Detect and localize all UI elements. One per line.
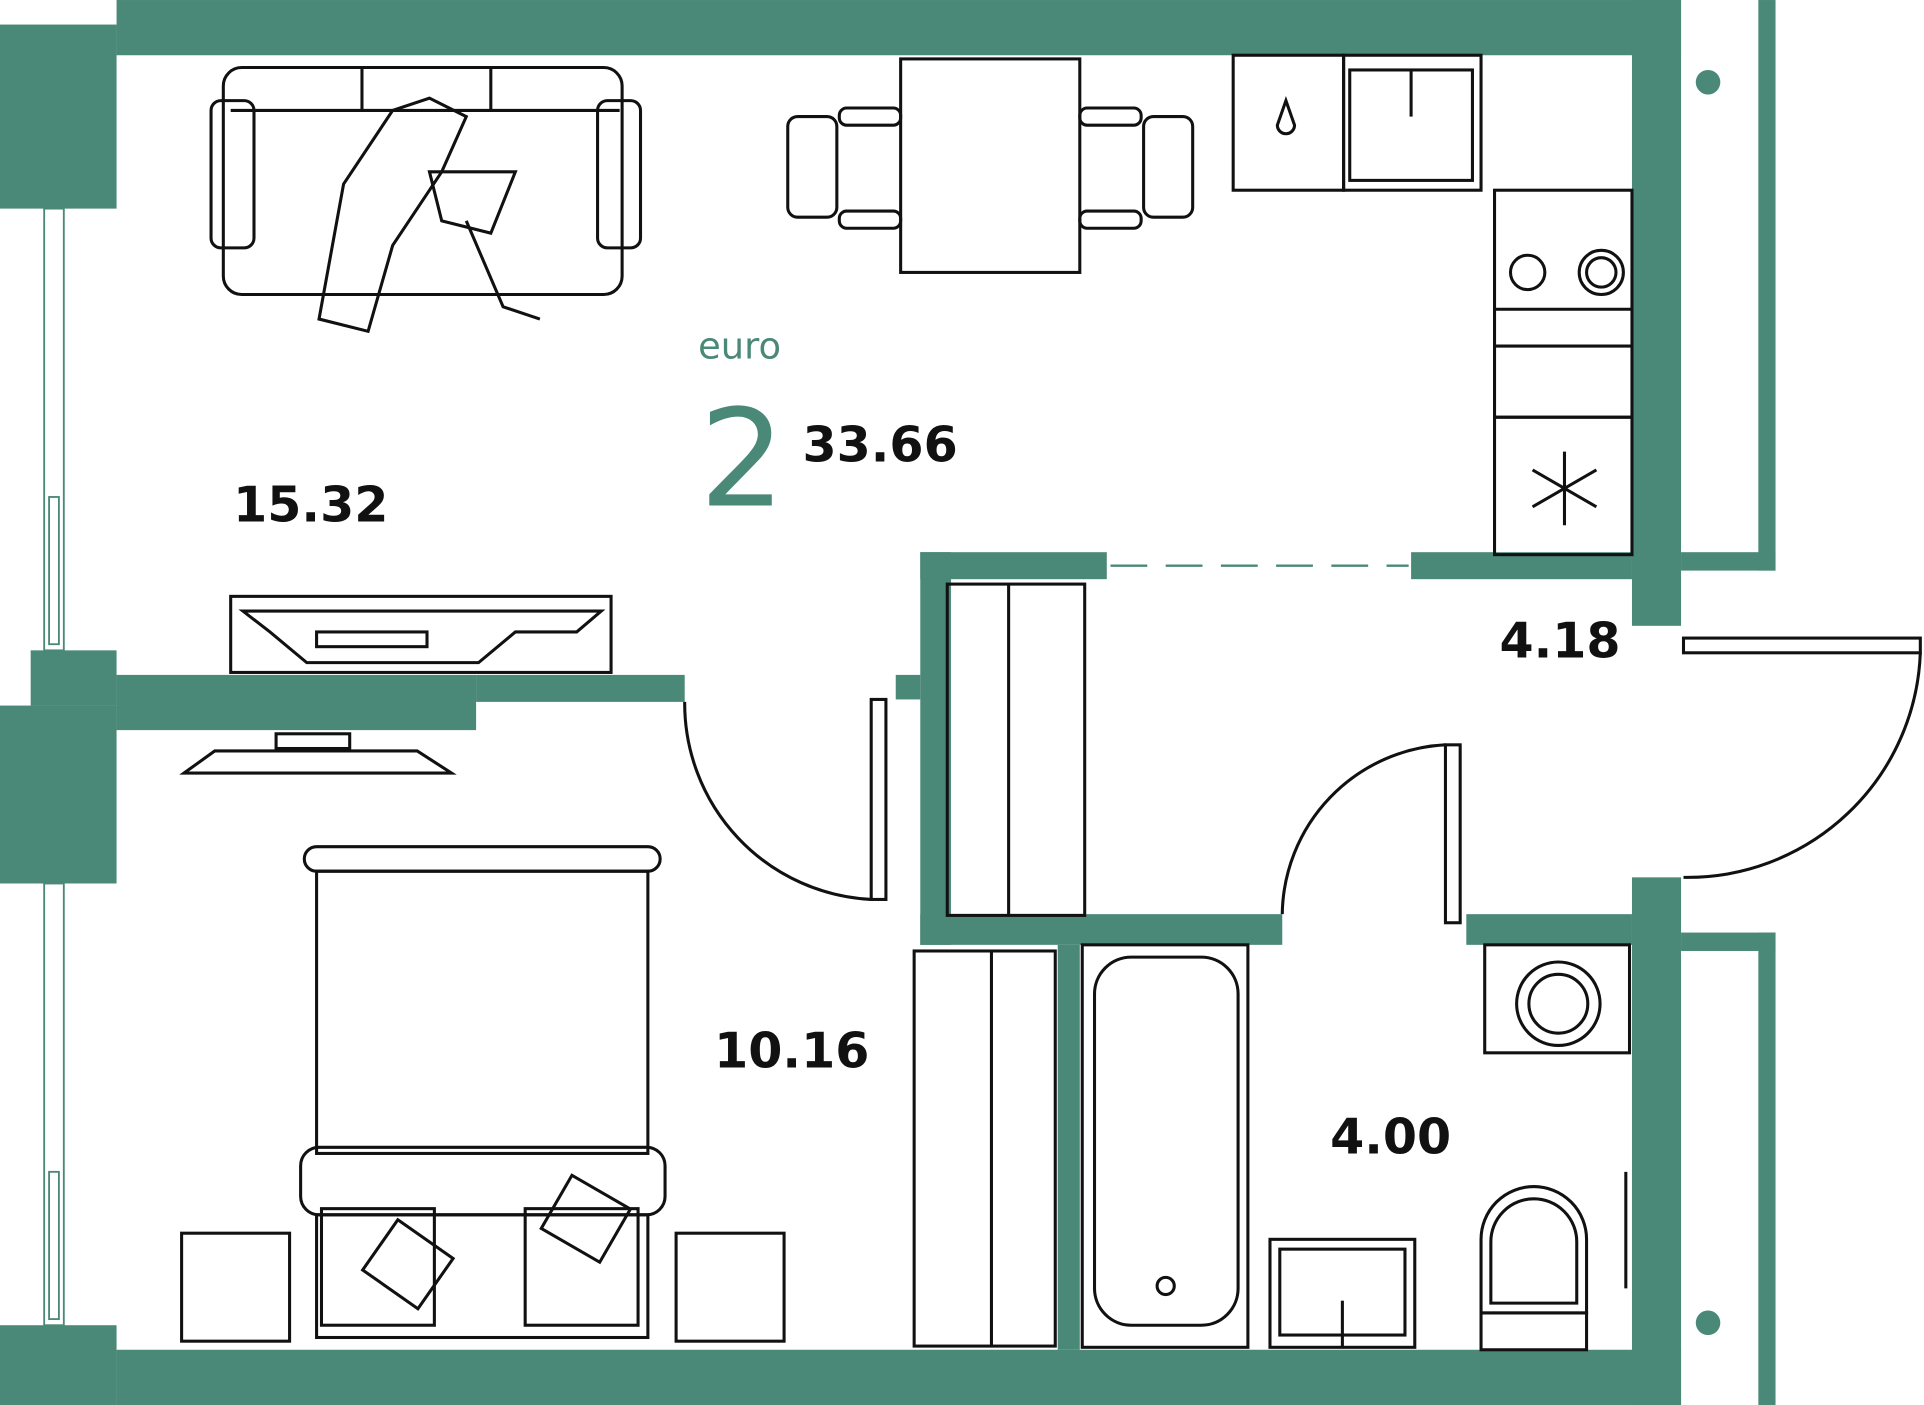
sofa	[209, 65, 643, 334]
total-area: 33.66	[802, 415, 957, 473]
kitchen	[1231, 53, 1634, 557]
toilet	[1479, 1171, 1628, 1352]
wardrobes	[912, 582, 1087, 1348]
windows	[43, 207, 1409, 1327]
bed	[180, 845, 786, 1343]
snowflake-icon	[1531, 451, 1598, 526]
entrance-door	[1681, 636, 1922, 655]
rooms-count: 2	[699, 381, 785, 538]
bedroom-door	[869, 697, 888, 901]
doors	[683, 636, 1922, 925]
hallway-area: 4.18	[1499, 612, 1620, 670]
living-kitchen-area: 15.32	[233, 476, 388, 534]
bathroom-area: 4.00	[1330, 1107, 1451, 1165]
bathtub	[1080, 943, 1250, 1349]
washing-machine	[1483, 943, 1632, 1055]
bedroom-area: 10.16	[714, 1022, 869, 1080]
apartment-type-label: euro	[698, 324, 781, 367]
sink	[1268, 1237, 1417, 1349]
bathroom-door	[1443, 743, 1462, 925]
water-drop-icon	[1275, 95, 1297, 136]
furniture	[179, 53, 1634, 1352]
tv-stand	[179, 594, 613, 775]
dining-table	[786, 57, 1195, 274]
